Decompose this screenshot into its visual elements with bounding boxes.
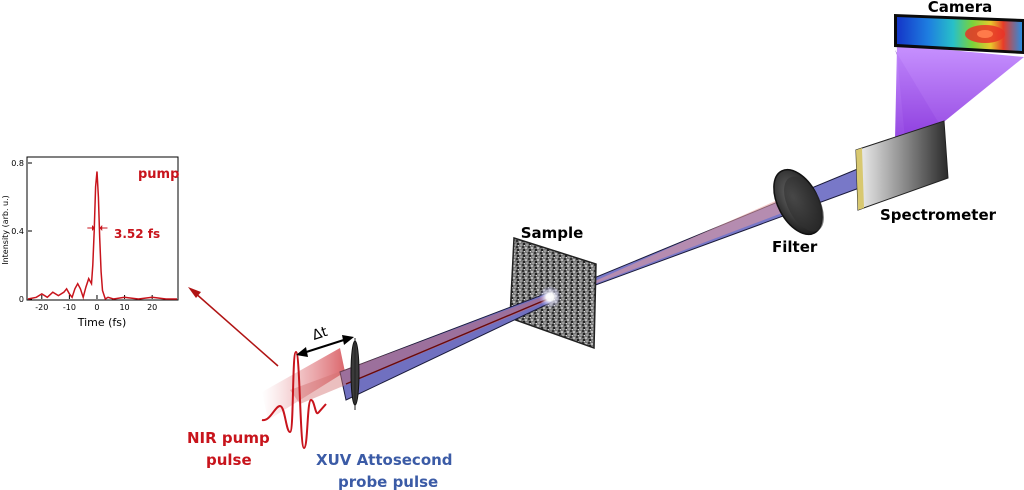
delay-arrow-line bbox=[299, 337, 351, 355]
x-tick-label: 20 bbox=[147, 303, 157, 312]
delay-arrowhead-right bbox=[342, 335, 354, 345]
x-tick-label: 0 bbox=[94, 303, 99, 312]
nir-pump-label-line1: NIR pump bbox=[187, 429, 270, 447]
inset-pointer bbox=[188, 287, 279, 367]
fwhm-arrowhead-left bbox=[92, 225, 95, 231]
x-tick-label: -20 bbox=[35, 303, 48, 312]
focal-spot bbox=[539, 286, 561, 308]
xuv-label-line2: probe pulse bbox=[338, 473, 438, 490]
nir-pump-wave bbox=[261, 350, 327, 450]
nir-pump-haze bbox=[262, 348, 345, 420]
inset-xlabel: Time (fs) bbox=[77, 316, 127, 329]
pump-intensity-series bbox=[27, 171, 177, 301]
spectrometer-label: Spectrometer bbox=[880, 206, 997, 224]
filter-edge bbox=[784, 176, 824, 232]
nir-beam-upstream bbox=[290, 294, 550, 404]
spectrometer-grating bbox=[855, 120, 949, 211]
y-tick-label: 0 bbox=[19, 295, 24, 304]
delay-label: Δt bbox=[310, 324, 330, 344]
fwhm-markers bbox=[87, 225, 108, 231]
delay-marker bbox=[296, 335, 354, 357]
beam-axis bbox=[345, 297, 551, 385]
y-tick-label: 0.4 bbox=[11, 227, 24, 236]
inset-pointer-head bbox=[188, 287, 201, 298]
inset-legend-pump: pump bbox=[138, 167, 179, 182]
pump-intensity-inset: Intensity (arb. u.) Time (fs) pump 3.52 … bbox=[1, 156, 179, 329]
filter-label: Filter bbox=[772, 238, 818, 256]
nir-beam-downstream bbox=[552, 190, 806, 300]
delay-arrowhead-left bbox=[296, 347, 308, 357]
spectrometer-edge bbox=[856, 148, 864, 210]
nir-pump-waveform bbox=[261, 350, 327, 450]
nir-pump-label-line2: pulse bbox=[206, 451, 252, 469]
x-tick-label: 10 bbox=[119, 303, 129, 312]
spectrometer bbox=[855, 120, 949, 211]
camera-hotspot-core bbox=[977, 30, 993, 38]
inset-fwhm-label: 3.52 fs bbox=[114, 227, 160, 241]
y-tick-label: 0.8 bbox=[11, 159, 24, 168]
x-tick-label: -10 bbox=[63, 303, 76, 312]
inset-ylabel: Intensity (arb. u.) bbox=[1, 195, 10, 265]
inset-pointer-line bbox=[193, 291, 279, 367]
filter bbox=[773, 168, 824, 236]
xuv-probe-pulse bbox=[350, 338, 360, 410]
xuv-spectrum-cone bbox=[895, 45, 1024, 140]
fwhm-arrowhead-right bbox=[99, 225, 103, 231]
inset-tick-labels: -20 -10 0 10 20 0.8 0.4 0 bbox=[11, 159, 157, 312]
camera-label: Camera bbox=[928, 0, 992, 16]
xuv-label-line1: XUV Attosecond bbox=[316, 451, 453, 469]
sample-label: Sample bbox=[521, 224, 584, 242]
camera bbox=[894, 14, 1024, 140]
